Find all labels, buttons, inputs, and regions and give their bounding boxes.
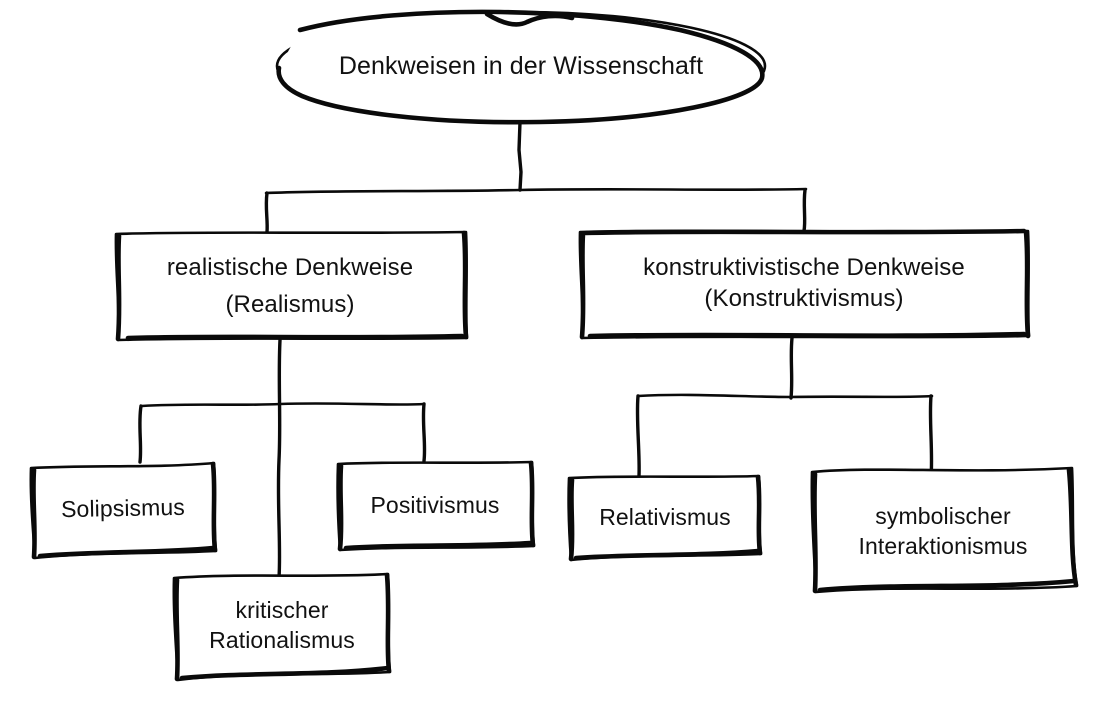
node-positivismus-shape[interactable] xyxy=(336,460,536,552)
connector-konstruktivismus-stem xyxy=(789,336,794,400)
connector-konstruktivismus-to-symbolischer xyxy=(928,394,934,480)
connector-realismus-stem xyxy=(276,338,282,580)
connector-realismus-bar xyxy=(140,402,426,408)
connector-root-to-konstruktivismus xyxy=(802,188,807,233)
node-konstruktivismus-shape[interactable] xyxy=(578,228,1031,340)
node-root-shape[interactable] xyxy=(275,9,767,125)
connector-konstruktivismus-to-relativismus xyxy=(635,394,641,478)
connector-group xyxy=(138,120,934,580)
connector-root-stem xyxy=(517,120,523,192)
connector-realismus-to-solipsismus xyxy=(138,404,143,464)
connector-root-to-realismus xyxy=(264,191,269,234)
node-relativismus-shape[interactable] xyxy=(567,474,763,562)
node-kritischer-shape[interactable] xyxy=(172,572,392,682)
connector-konstruktivismus-bar xyxy=(636,393,934,399)
node-realismus-shape[interactable] xyxy=(114,230,469,342)
connector-root-bar xyxy=(264,187,808,195)
connector-realismus-to-positivismus xyxy=(421,402,427,463)
node-solipsismus-shape[interactable] xyxy=(29,461,218,560)
node-symbolischer-shape[interactable] xyxy=(810,466,1079,594)
